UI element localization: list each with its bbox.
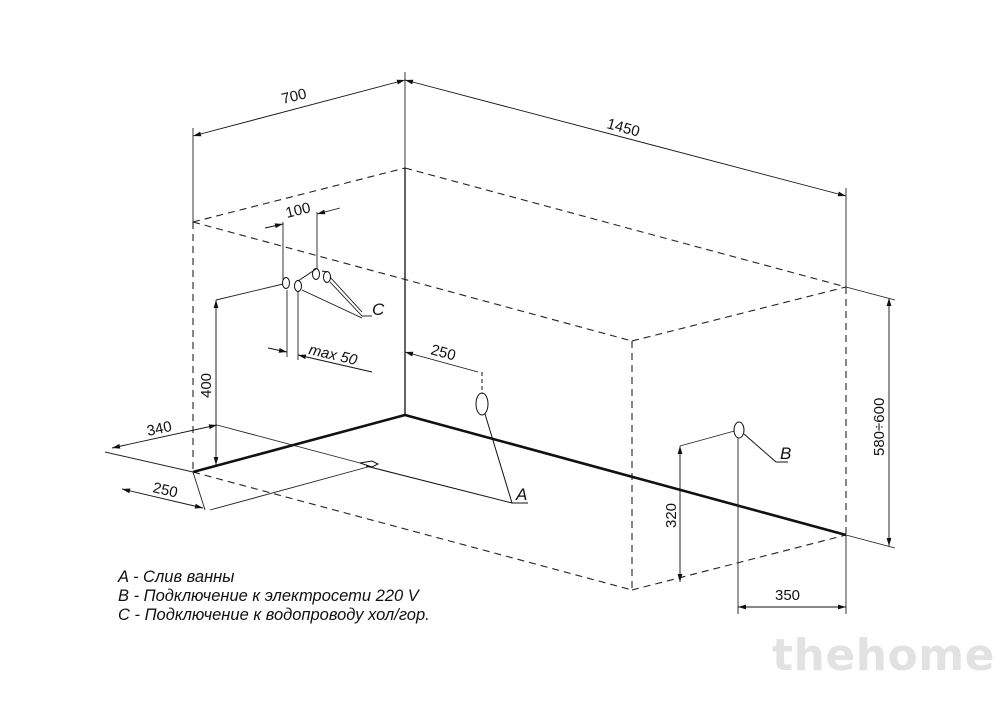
dim-700: 700 [280,85,308,108]
legend-a: A - Слив ванны [118,568,235,586]
drain-icon [475,392,489,416]
legend-b: B - Подключение к электросети 220 V [118,587,419,605]
drain [359,372,528,504]
dim-100: 100 [284,199,312,222]
dim-1450: 1450 [605,115,642,140]
watermark-logo: thehome [772,630,995,681]
dim-250-drain: 250 [429,341,458,364]
dim-320: 320 [663,503,680,528]
cold-water-pipe-icon [282,277,290,289]
pipe-end-icon [323,271,331,283]
label-a: A [515,485,527,504]
dim-line-100 [264,223,284,229]
extension-lines [104,72,896,614]
dim-350: 350 [775,587,800,604]
bathtub-outline [192,167,847,591]
dim-line-340 [111,424,218,449]
point-labels: C A B [372,300,791,504]
water-pipe-connections [282,268,331,292]
legend: A - Слив ванны B - Подключение к электро… [118,568,430,625]
dim-340: 340 [145,418,173,440]
dim-250-floor: 250 [151,479,179,501]
label-b: B [780,444,791,463]
socket-icon [733,421,745,439]
pipe-end-icon [312,268,320,280]
socket [733,421,788,463]
dim-line-250-drain [404,351,479,373]
dim-max-50: max 50 [307,341,359,369]
hot-water-pipe-icon [294,280,302,292]
dim-line-1450 [404,79,847,197]
dimension-labels: 700 1450 100 max 50 400 250 580÷600 320 … [145,85,888,604]
leader-c [301,276,372,319]
dim-line-max50 [267,347,288,353]
legend-c: C - Подключение к водопроводу хол/гор. [118,606,430,624]
floor-drain-icon [359,460,380,468]
dim-400: 400 [198,373,215,398]
dim-line-100b [316,207,341,215]
label-c: C [372,300,385,319]
dim-line-250-floor [121,488,204,509]
dim-line-max50b [297,354,373,373]
dim-580-600: 580÷600 [871,398,888,456]
wall-floor-lines [192,168,847,537]
dimension-lines [111,79,892,610]
dim-line-700 [192,79,406,137]
